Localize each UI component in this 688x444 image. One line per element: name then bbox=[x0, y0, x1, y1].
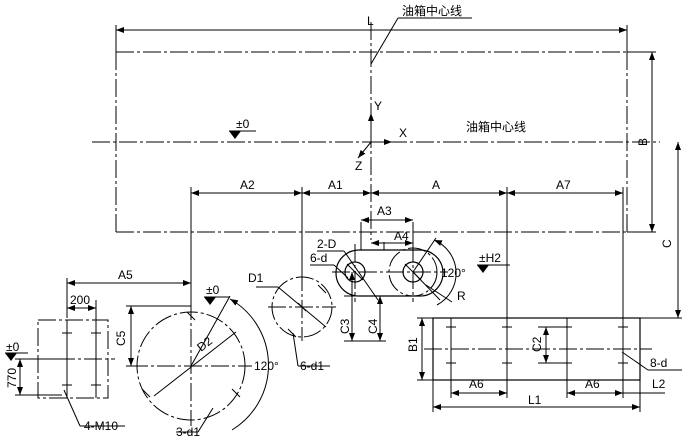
coordinate-axes: Y X Z bbox=[355, 99, 407, 173]
label-A6-right: A6 bbox=[585, 377, 600, 391]
label-A: A bbox=[432, 178, 440, 192]
dimension-C2: C2 bbox=[530, 326, 562, 364]
callout-6-d: 6-d bbox=[310, 251, 349, 279]
label-200: 200 bbox=[70, 293, 90, 307]
label-A6-left: A6 bbox=[469, 377, 484, 391]
callout-tank-centerline-top: 油箱中心线 bbox=[370, 3, 472, 65]
label-3-d1: 3-d1 bbox=[176, 425, 200, 439]
label-C4: C4 bbox=[366, 318, 380, 334]
label-C3: C3 bbox=[338, 318, 352, 334]
label-R: R bbox=[457, 289, 466, 303]
label-H2: ±H2 bbox=[479, 251, 501, 265]
label-L: L bbox=[367, 14, 374, 28]
label-axis-X: X bbox=[399, 126, 407, 140]
label-axis-Y: Y bbox=[374, 99, 382, 113]
label-A4: A4 bbox=[394, 229, 409, 243]
dimension-B: B bbox=[627, 51, 656, 233]
callout-2-D: 2-D bbox=[317, 237, 379, 301]
label-angle-top: 120° bbox=[441, 266, 466, 280]
label-C: C bbox=[660, 239, 674, 248]
label-A1: A1 bbox=[328, 178, 343, 192]
label-tank-centerline-top: 油箱中心线 bbox=[402, 3, 462, 18]
label-B: B bbox=[636, 138, 650, 146]
flange-D1: D1 6-d1 bbox=[248, 271, 336, 373]
label-6-d1: 6-d1 bbox=[300, 359, 324, 373]
label-6-d: 6-d bbox=[310, 251, 327, 265]
dimension-B1: B1 bbox=[406, 317, 433, 381]
label-8-d: 8-d bbox=[650, 356, 667, 370]
label-angle-bottom: 120° bbox=[254, 359, 279, 373]
label-C2: C2 bbox=[530, 336, 544, 352]
label-D1: D1 bbox=[248, 271, 264, 285]
dimension-A5: A5 bbox=[66, 268, 191, 318]
label-axis-Z: Z bbox=[355, 159, 362, 173]
callout-8-d: 8-d bbox=[621, 351, 682, 371]
label-L1: L1 bbox=[528, 393, 542, 407]
base-plate-right bbox=[424, 317, 652, 381]
label-tank-centerline-mid: 油箱中心线 bbox=[466, 119, 526, 134]
label-L2: L2 bbox=[652, 377, 666, 391]
label-C5: C5 bbox=[114, 330, 128, 346]
dimension-C: C bbox=[640, 142, 682, 319]
dimension-L: L bbox=[115, 14, 628, 52]
slotted-flange bbox=[332, 222, 448, 302]
label-2-D: 2-D bbox=[317, 237, 337, 251]
dimension-C3-C4: C3 C4 bbox=[338, 272, 386, 342]
label-A3: A3 bbox=[377, 204, 392, 218]
label-770: 770 bbox=[5, 368, 19, 388]
label-A7: A7 bbox=[556, 178, 571, 192]
label-A2: A2 bbox=[240, 178, 255, 192]
angle-120-flange: 120° bbox=[412, 237, 466, 306]
label-zero-mid: ±0 bbox=[206, 283, 220, 297]
label-A5: A5 bbox=[118, 268, 133, 282]
bolt-block-left: 200 770 ±0 4-M10 bbox=[5, 293, 125, 433]
dimension-A6-L1-L2: A6 A6 L2 L1 bbox=[432, 377, 666, 412]
level-marker-zero-left: ±0 bbox=[229, 117, 256, 139]
dimension-A3-A4: A3 A4 bbox=[361, 204, 413, 246]
label-B1: B1 bbox=[406, 337, 420, 352]
dimension-row-A: A2 A1 A A7 bbox=[190, 178, 624, 320]
dimension-C5: C5 bbox=[114, 305, 191, 367]
label-zero-left: ±0 bbox=[236, 117, 250, 131]
level-marker-H2: ±H2 bbox=[477, 251, 510, 273]
level-marker-zero-mid: ±0 bbox=[204, 283, 230, 305]
flange-D2: D2 120° 3-d1 bbox=[130, 295, 279, 439]
label-zero-far: ±0 bbox=[6, 340, 20, 354]
callout-R: R bbox=[425, 284, 466, 303]
label-4-M10: 4-M10 bbox=[84, 419, 118, 433]
